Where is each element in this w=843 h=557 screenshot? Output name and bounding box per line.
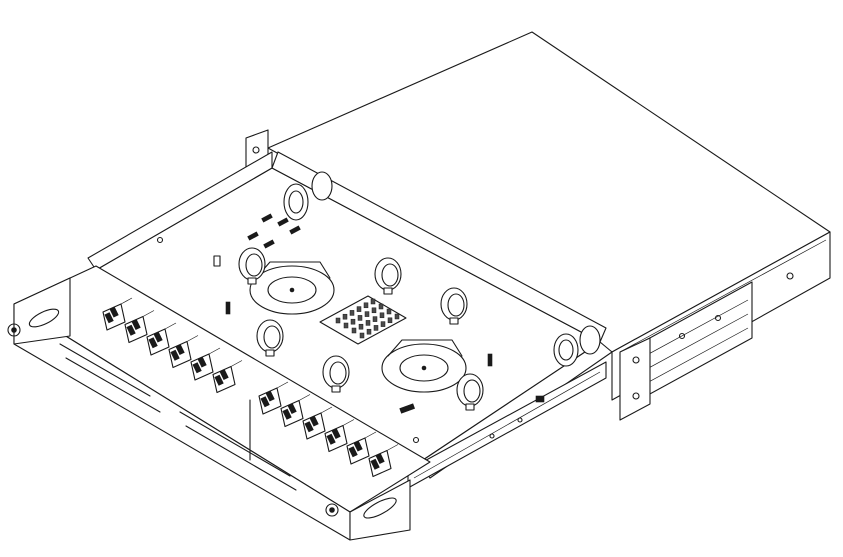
cable-ring-5 [322,355,350,393]
tray-back-wall [271,151,607,343]
splice-slot [342,313,348,320]
front-adapter-left-2 [124,310,155,344]
splice-slot [366,328,372,335]
cable-ring-1 [238,247,266,285]
cable-gland-rear-right [553,325,601,367]
front-adapter-right-3 [302,406,333,440]
front-adapter-left-5 [190,347,221,381]
splice-slot [380,321,386,327]
front-ear-left [13,277,71,345]
splice-slot [356,306,362,312]
front-adapter-left-6 [212,360,243,394]
ear-slot-left [28,308,60,328]
splice-slot [387,317,393,324]
front-adapter-right-5 [346,431,377,465]
tray-left-wall [87,151,273,271]
front-adapter-right-2 [280,394,311,428]
thumb-screw-left [7,323,21,337]
splice-slot [358,323,364,330]
splice-tray-left [249,261,335,315]
front-adapter-left-1 [102,297,133,331]
front-ear-right [349,479,411,541]
cable-ring-3 [256,319,284,357]
splice-slot [364,311,370,317]
rear-mounting-ear-right [619,337,651,421]
splice-tray-right [381,339,467,393]
splice-slot [357,315,363,321]
splice-slot [359,332,365,339]
splice-slot [371,307,377,314]
splice-slot [350,318,356,325]
cable-ring-6 [456,373,484,411]
splice-slot [363,302,369,309]
splice-slot [378,303,384,310]
thumb-screw-right [325,503,339,517]
ear-slot-right [363,497,397,519]
splice-holder-block [319,295,407,345]
rear-housing [267,31,831,407]
splice-slot [335,317,341,324]
splice-slot [379,312,385,319]
front-adapter-right-4 [324,419,355,453]
cable-ring-4 [440,287,468,325]
cable-gland-rear-left [283,171,333,221]
splice-slot [394,313,400,320]
front-adapter-right-1 [258,381,289,415]
adapter-row-left [102,297,243,394]
tray-clips [213,213,493,414]
splice-slot [351,327,357,334]
adapter-row-right [258,381,399,478]
tray-screw-front [412,436,420,444]
splice-slot [386,308,392,315]
cable-ring-2 [374,257,402,295]
front-adapter-left-4 [168,335,199,369]
splice-slot [370,298,376,305]
splice-slot [372,316,378,322]
cable-ring-group [238,247,484,411]
splice-slot [365,320,371,326]
splice-slot [349,310,355,316]
tray-screw-left [156,236,164,244]
front-adapter-left-3 [146,322,177,356]
splice-slot [343,322,349,329]
splice-slot [373,325,379,331]
front-adapter-right-6 [368,444,399,478]
housing-side-screw [786,272,794,280]
